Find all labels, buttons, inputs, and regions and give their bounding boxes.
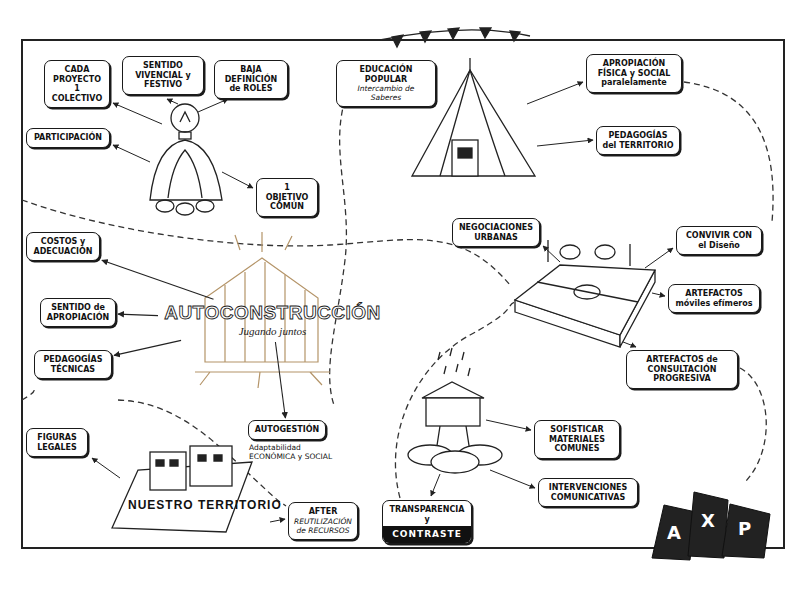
concept-box: CONVIVIR CON el Diseño — [676, 226, 762, 255]
concept-box: SENTIDO de APROPIACIÓN — [40, 298, 116, 327]
node-text: COSTOS y ADECUACIÓN — [32, 237, 94, 256]
node-text: Adaptabilidad ECONÓMICA y SOCIAL — [249, 443, 341, 461]
node-text: INTERVENCIONES COMUNICATIVAS — [544, 483, 632, 502]
node-text: CONTRASTE — [383, 526, 471, 543]
node-text: SENTIDO de APROPIACIÓN — [46, 303, 110, 322]
frame — [22, 40, 784, 548]
concept-box: INTERVENCIONES COMUNICATIVAS — [538, 478, 638, 507]
node-text: ARTEFACTOS de CONSULTACIÓN PROGRESIVA — [632, 355, 732, 384]
node-text: AUTOCONSTRUCCIÓN — [162, 302, 383, 325]
node-text: CONVIVIR CON el Diseño — [682, 231, 756, 250]
node-text: 1 OBJETIVO COMÚN — [262, 183, 312, 212]
territory-illustration — [112, 446, 252, 532]
logo-shapes — [652, 492, 770, 560]
connector-arrow — [114, 340, 181, 355]
node-text: AUTOGESTIÓN — [254, 425, 320, 435]
concept-box: PEDAGOGÍAS del TERRITORIO — [596, 126, 680, 155]
node-text: EDUCACIÓN POPULAR — [342, 65, 430, 84]
dashed-paths — [22, 82, 773, 506]
concept-box: AFTERREUTILIZACIÓN de RECURSOS — [288, 502, 358, 540]
leader-arrows — [92, 82, 673, 522]
node-text: PARTICIPACIÓN — [32, 133, 104, 143]
concept-box: TRANSPARENCIA yCONTRASTE — [382, 500, 472, 544]
map-label: NUESTRO TERRITORIO — [128, 498, 282, 512]
node-text: PEDAGOGÍAS TÉCNICAS — [40, 355, 106, 374]
node-text: SENTIDO VIVENCIAL y FESTIVO — [128, 61, 198, 90]
node-text: REUTILIZACIÓN de RECURSOS — [294, 517, 352, 535]
node-text: TRANSPARENCIA y — [383, 501, 471, 526]
concept-box: ARTEFACTOS de CONSULTACIÓN PROGRESIVA — [626, 350, 738, 389]
node-text: FIGURAS LEGALES — [32, 433, 82, 452]
concept-box: COSTOS y ADECUACIÓN — [26, 232, 100, 261]
concept-box: FIGURAS LEGALES — [26, 428, 88, 457]
concept-box: SOFISTICAR MATERIALES COMUNES — [534, 420, 620, 459]
concept-box: PARTICIPACIÓN — [26, 128, 110, 148]
concept-box: CADA PROYECTO 1 COLECTIVO — [44, 60, 110, 108]
connector-arrow — [102, 260, 214, 299]
node-text: ARTEFACTOS móviles efímeros — [674, 289, 754, 308]
logo-letter: X — [701, 510, 715, 531]
logo-letter: A — [667, 522, 681, 543]
central-title: AUTOCONSTRUCCIÓNJugando juntos — [160, 300, 385, 340]
node-text: SOFISTICAR MATERIALES COMUNES — [540, 425, 614, 454]
concept-box: EDUCACIÓN POPULARIntercambio de Saberes — [336, 60, 436, 107]
node-text: Jugando juntos — [162, 325, 383, 338]
concept-box: PEDAGOGÍAS TÉCNICAS — [34, 350, 112, 379]
stilt-house-illustration — [408, 348, 502, 473]
concept-box: NEGOCIACIONES URBANAS — [452, 218, 540, 247]
person-illustration — [150, 104, 222, 215]
concept-box: SENTIDO VIVENCIAL y FESTIVO — [122, 56, 204, 95]
connector-arrow — [275, 342, 285, 418]
node-text: NEGOCIACIONES URBANAS — [458, 223, 534, 242]
concept-box: AUTOGESTIÓNAdaptabilidad ECONÓMICA y SOC… — [248, 420, 326, 440]
node-text: APROPIACIÓN FÍSICA y SOCIAL paralelament… — [592, 59, 676, 88]
node-text: AFTER — [294, 507, 352, 517]
connector-arrow — [118, 314, 158, 316]
logo-letter: P — [738, 518, 751, 539]
concept-box: BAJA DEFINICIÓN de ROLES — [214, 60, 288, 99]
field-illustration — [515, 240, 655, 347]
node-text: PEDAGOGÍAS del TERRITORIO — [602, 131, 674, 150]
concept-box: ARTEFACTOS móviles efímeros — [668, 284, 760, 313]
concept-box: 1 OBJETIVO COMÚN — [256, 178, 318, 217]
node-text: Intercambio de Saberes — [342, 84, 430, 102]
node-text: CADA PROYECTO 1 COLECTIVO — [50, 65, 104, 103]
concept-box: APROPIACIÓN FÍSICA y SOCIAL paralelament… — [586, 54, 682, 93]
node-text: BAJA DEFINICIÓN de ROLES — [220, 65, 282, 94]
